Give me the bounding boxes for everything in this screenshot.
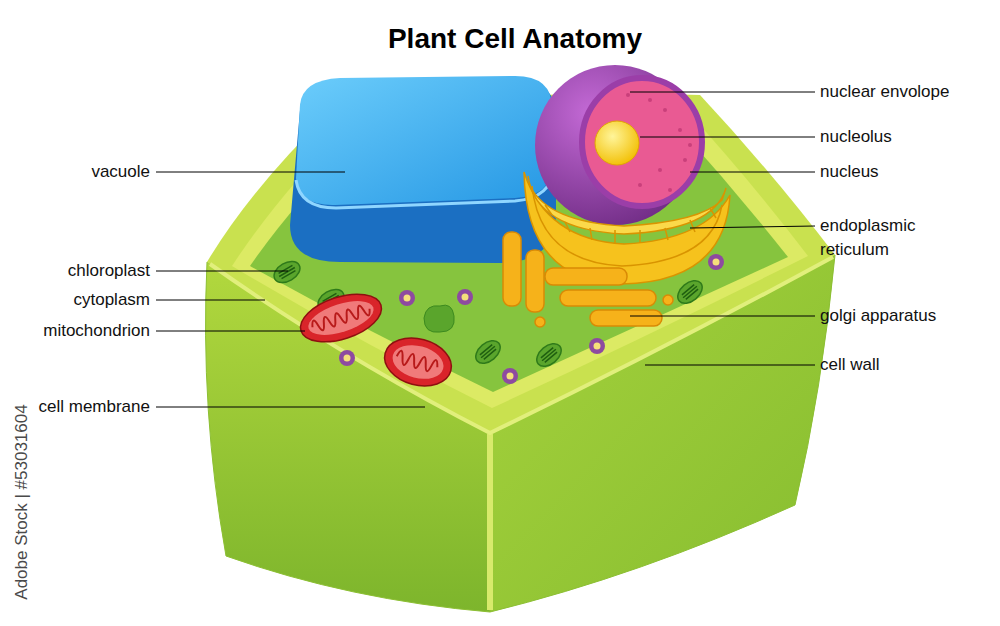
vacuole-highlight [296, 168, 553, 208]
nucleolus-shape [595, 121, 639, 165]
cell-wall-front-left [206, 262, 490, 612]
part-label: golgi apparatus [820, 305, 936, 327]
part-label: mitochondrion [43, 320, 150, 342]
leader-lines [156, 92, 815, 407]
chloroplast-shapes [270, 257, 706, 371]
part-label: cytoplasm [73, 289, 150, 311]
part-label: cell wall [820, 354, 880, 376]
part-label: nucleolus [820, 126, 892, 148]
golgi-apparatus-shape [503, 232, 673, 327]
green-body-shape [424, 305, 454, 332]
part-label: nuclear envolope [820, 81, 949, 103]
part-label: vacuole [91, 161, 150, 183]
part-label: endoplasmic reticulum [820, 214, 950, 262]
cell-wall-seam [487, 434, 493, 610]
part-label: chloroplast [68, 260, 150, 282]
vacuole-top [296, 76, 552, 205]
part-label: nucleus [820, 161, 879, 183]
watermark: Adobe Stock | #53031604 [12, 404, 32, 599]
nucleus-interior [582, 78, 702, 206]
mitochondrion-shapes [295, 285, 457, 393]
title: Plant Cell Anatomy [315, 22, 715, 56]
part-label: cell membrane [39, 396, 151, 418]
